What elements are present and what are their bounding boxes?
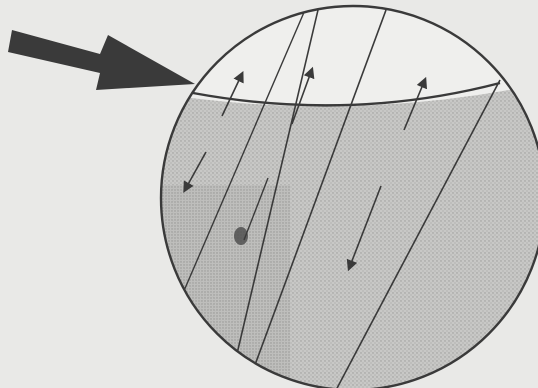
figure-stage — [0, 0, 538, 388]
diagram-canvas — [0, 0, 538, 388]
